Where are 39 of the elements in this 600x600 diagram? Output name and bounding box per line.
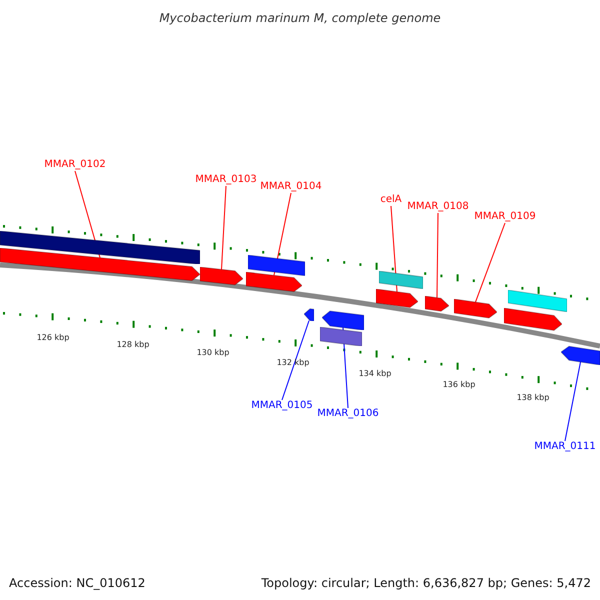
gene-label: MMAR_0105	[251, 400, 313, 412]
position-label: 130 kbp	[196, 347, 230, 359]
genome-stats-note: Topology: circular; Length: 6,636,827 bp; Genes: 5,472	[261, 575, 591, 592]
gene-label: MMAR_0103	[195, 174, 257, 186]
gene-block	[246, 272, 302, 293]
gene-block	[0, 248, 200, 282]
position-label: 128 kbp	[116, 339, 150, 351]
gene-label: MMAR_0102	[44, 159, 106, 171]
leader-line	[221, 186, 226, 270]
leader-line	[282, 320, 310, 400]
gene-label: MMAR_0111	[534, 441, 596, 453]
accession-note: Accession: NC_010612	[9, 575, 146, 592]
gene-block	[504, 308, 562, 332]
gene-block	[561, 345, 600, 366]
position-label: 134 kbp	[358, 368, 392, 380]
position-label: 132 kbp	[276, 357, 310, 369]
gene-block	[454, 299, 497, 320]
position-label: 138 kbp	[516, 392, 550, 404]
gene-block	[376, 289, 418, 309]
feature-bar	[320, 327, 362, 346]
genome-title: Mycobacterium marinum M, complete genome	[158, 10, 442, 27]
gene-label: MMAR_0109	[474, 211, 536, 223]
gene-block	[425, 296, 449, 312]
leader-line	[436, 212, 438, 298]
leader-line	[475, 222, 506, 303]
gene-label: MMAR_0108	[407, 201, 469, 213]
gene-block	[322, 310, 364, 330]
position-label: 136 kbp	[442, 379, 476, 391]
position-label: 126 kbp	[36, 332, 70, 344]
gene-block	[304, 308, 314, 322]
feature-bar	[379, 271, 423, 289]
feature-bar	[508, 290, 567, 312]
gene-label: celA	[380, 194, 402, 206]
gene-block	[200, 267, 243, 286]
leader-line	[564, 362, 581, 442]
feature-bar	[0, 231, 200, 264]
gene-label: MMAR_0104	[260, 181, 322, 193]
feature-bar	[248, 255, 305, 276]
gene-label: MMAR_0106	[317, 408, 379, 420]
